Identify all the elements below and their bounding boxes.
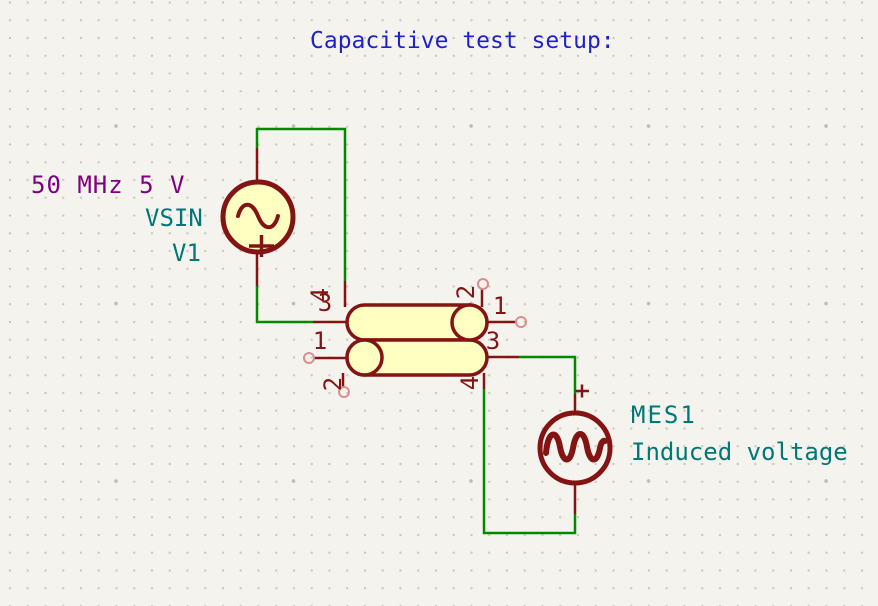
- mes1-value-label[interactable]: Induced voltage: [631, 438, 848, 466]
- v1-value-label[interactable]: 50 MHz 5 V: [31, 171, 186, 199]
- dangling-marker-bottom-left: [303, 352, 315, 364]
- dangling-marker-top-right: [515, 316, 527, 328]
- v1-ref-label[interactable]: V1: [172, 239, 201, 267]
- dangling-marker-bottom-down: [338, 386, 350, 398]
- wire-v1-to-line-pin4[interactable]: [255, 127, 347, 281]
- pin-number-top-right: 1: [493, 292, 507, 320]
- schematic-title[interactable]: Capacitive test setup:: [310, 28, 615, 54]
- mes1-sine-glyph: [543, 431, 608, 463]
- wires: [255, 127, 577, 535]
- dangling-pin-markers: [303, 278, 527, 398]
- pin-number-bottom-right: 3: [486, 327, 500, 355]
- mes1-plus-mark: [575, 384, 589, 398]
- pin-number-bottom-down-left: 2: [319, 377, 347, 391]
- pin-number-bottom-down-right: 4: [456, 376, 484, 390]
- top-line-end-circle: [450, 303, 489, 342]
- mes1-body-circle[interactable]: [537, 410, 613, 486]
- v1-type-label[interactable]: VSIN: [145, 204, 203, 232]
- wire-v1-to-line-pin3[interactable]: [255, 286, 313, 324]
- bottom-line-end-circle: [345, 338, 384, 377]
- v1-sine-glyph: [236, 202, 280, 230]
- wire-line-pin4-to-mes1-minus[interactable]: [482, 389, 577, 535]
- dangling-marker-top-up: [477, 278, 489, 290]
- coupled-line-pin-numbers: 3 4 1 2 1 2 3 4: [306, 285, 507, 391]
- wire-line-pin3-to-mes1-plus[interactable]: [519, 355, 577, 394]
- pin-number-bottom-left: 1: [313, 327, 327, 355]
- pin-number-top-up-left: 4: [306, 288, 334, 302]
- v1-plus-mark: [249, 235, 274, 257]
- mes1-symbol[interactable]: [537, 384, 613, 515]
- pin-number-top-up-right: 2: [452, 285, 480, 299]
- coupled-line-symbol[interactable]: 3 4 1 2 1 2 3 4: [303, 278, 527, 398]
- coupled-line-pins: [313, 281, 519, 389]
- mes1-ref-label[interactable]: MES1: [631, 401, 697, 429]
- v1-vsin-symbol[interactable]: [220, 148, 296, 286]
- pin-number-top-left: 3: [318, 289, 332, 317]
